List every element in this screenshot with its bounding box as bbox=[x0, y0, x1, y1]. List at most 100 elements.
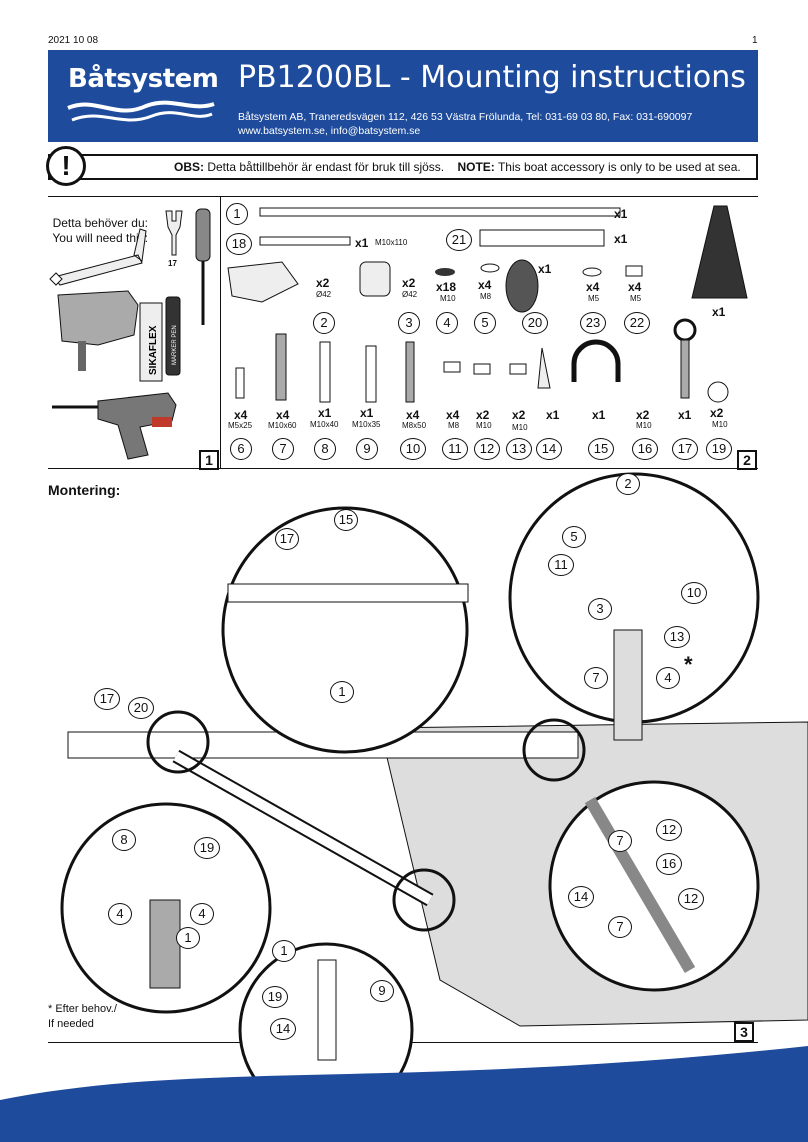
assembly-callout: 7 bbox=[584, 667, 608, 689]
allen-key-icon bbox=[49, 228, 147, 286]
part-callout: 14 bbox=[536, 438, 562, 460]
part-size: M10x40 bbox=[310, 420, 339, 429]
part-callout: 16 bbox=[632, 438, 658, 460]
part-callout: 4 bbox=[436, 312, 458, 334]
assembly-callout: 4 bbox=[190, 903, 214, 925]
tools-illustration: SIKAFLEX MARKER PEN bbox=[49, 208, 211, 460]
assembly-callout: 17 bbox=[275, 528, 299, 550]
part-size: M10 bbox=[636, 421, 652, 430]
part-callout: 15 bbox=[588, 438, 614, 460]
part-callout: 3 bbox=[398, 312, 420, 334]
assembly-callout: 14 bbox=[270, 1018, 296, 1040]
tools-caption: Detta behöver du: You will need this: bbox=[48, 216, 148, 246]
assembly-callout: 1 bbox=[176, 927, 200, 949]
part-qty: x1 bbox=[614, 232, 628, 246]
divider bbox=[48, 468, 758, 469]
part-size: M10x110 bbox=[375, 238, 408, 247]
assembly-callout: 12 bbox=[656, 819, 682, 841]
need-en: You will need this: bbox=[52, 231, 148, 245]
part-qty: x4 bbox=[586, 280, 600, 294]
assembly-callout: 1 bbox=[272, 940, 296, 962]
nuts-row bbox=[443, 361, 527, 375]
part-callout: 22 bbox=[624, 312, 650, 334]
bolt-part bbox=[259, 236, 351, 246]
part-size: Ø42 bbox=[316, 290, 332, 299]
part-callout: 20 bbox=[522, 312, 548, 334]
part-callout: 7 bbox=[272, 438, 294, 460]
part-callout: 21 bbox=[446, 229, 472, 251]
part-callout: 8 bbox=[314, 438, 336, 460]
notice-text: OBS: Detta båttillbehör är endast för br… bbox=[174, 160, 741, 174]
part-size: M10x35 bbox=[352, 420, 381, 429]
washer-part bbox=[435, 263, 500, 276]
assembly-callout: 15 bbox=[334, 509, 358, 531]
footer-wave bbox=[0, 1046, 808, 1142]
assembly-callout: 4 bbox=[108, 903, 132, 925]
part-qty: x1 bbox=[712, 305, 726, 319]
part-qty: x4 bbox=[446, 408, 460, 422]
part-qty: x1 bbox=[360, 406, 374, 420]
part-qty: x1 bbox=[678, 408, 692, 422]
marker-label: MARKER PEN bbox=[172, 325, 178, 365]
part-size: M8 bbox=[448, 421, 460, 430]
note-text: This boat accessory is only to be used a… bbox=[497, 160, 741, 174]
part-qty: x1 bbox=[538, 262, 552, 276]
part-callout: 2 bbox=[313, 312, 335, 334]
brand-logo: Båtsystem bbox=[68, 64, 219, 94]
assembly-callout: 19 bbox=[262, 986, 288, 1008]
divider bbox=[48, 196, 758, 197]
footnote: * Efter behov./ If needed bbox=[48, 1002, 117, 1032]
part-qty: x4 bbox=[478, 278, 492, 292]
sealant-tube-icon: SIKAFLEX bbox=[139, 302, 163, 382]
part-callout: 6 bbox=[230, 438, 252, 460]
part-callout: 10 bbox=[400, 438, 426, 460]
assembly-callout: 16 bbox=[656, 853, 682, 875]
assembly-callout: 2 bbox=[616, 473, 640, 495]
obs-text: Detta båttillbehör är endast för bruk ti… bbox=[207, 160, 445, 174]
detail-circle bbox=[221, 506, 469, 754]
tube-part bbox=[259, 207, 621, 217]
part-callout: 13 bbox=[506, 438, 532, 460]
part-size: M5 bbox=[588, 294, 600, 303]
part-qty: x1 bbox=[318, 406, 332, 420]
plate-part bbox=[479, 229, 605, 247]
part-callout: 19 bbox=[706, 438, 732, 460]
part-qty: x2 bbox=[636, 408, 650, 422]
part-size: M8 bbox=[480, 292, 492, 301]
part-size: M5x25 bbox=[228, 421, 253, 430]
footnote-star: * bbox=[684, 652, 693, 677]
part-qty: x2 bbox=[710, 406, 724, 420]
company-address: Båtsystem AB, Traneredsvägen 112, 426 53… bbox=[238, 110, 692, 138]
assembly-callout: 7 bbox=[608, 830, 632, 852]
part-qty: x2 bbox=[316, 276, 330, 290]
assembly-callout: 17 bbox=[94, 688, 120, 710]
need-sv: Detta behöver du: bbox=[52, 216, 148, 230]
section-box-2: 2 bbox=[737, 450, 757, 470]
part-size: M5 bbox=[630, 294, 642, 303]
header-banner: Båtsystem PB1200BL - Mounting instructio… bbox=[48, 50, 758, 142]
footnote-sv: * Efter behov./ bbox=[48, 1003, 117, 1015]
assembly-callout: 3 bbox=[588, 598, 612, 620]
assembly-callout: 11 bbox=[548, 554, 574, 576]
part-callout: 23 bbox=[580, 312, 606, 334]
assembly-callout: 9 bbox=[370, 980, 394, 1002]
bolts-row bbox=[235, 333, 415, 403]
screwdriver-icon bbox=[195, 208, 211, 325]
assembly-callout: 20 bbox=[128, 697, 154, 719]
detail-circle bbox=[548, 780, 760, 992]
wrench-icon bbox=[165, 210, 183, 256]
assembly-callout: 14 bbox=[568, 886, 594, 908]
part-qty: x1 bbox=[355, 236, 369, 250]
page-title: PB1200BL - Mounting instructions bbox=[238, 60, 746, 95]
wrench-size: 17 bbox=[168, 259, 177, 268]
part-qty: x2 bbox=[402, 276, 416, 290]
mounting-heading: Montering: bbox=[48, 482, 121, 498]
assembly-illustration bbox=[0, 472, 808, 1142]
parts-illustration bbox=[227, 205, 748, 403]
assembly-callout: 4 bbox=[656, 667, 680, 689]
part-qty: x1 bbox=[614, 207, 628, 221]
eyebolt-part bbox=[673, 318, 729, 403]
part-callout: 11 bbox=[442, 438, 468, 460]
drill-icon bbox=[52, 392, 177, 460]
assembly-callout: 1 bbox=[330, 681, 354, 703]
